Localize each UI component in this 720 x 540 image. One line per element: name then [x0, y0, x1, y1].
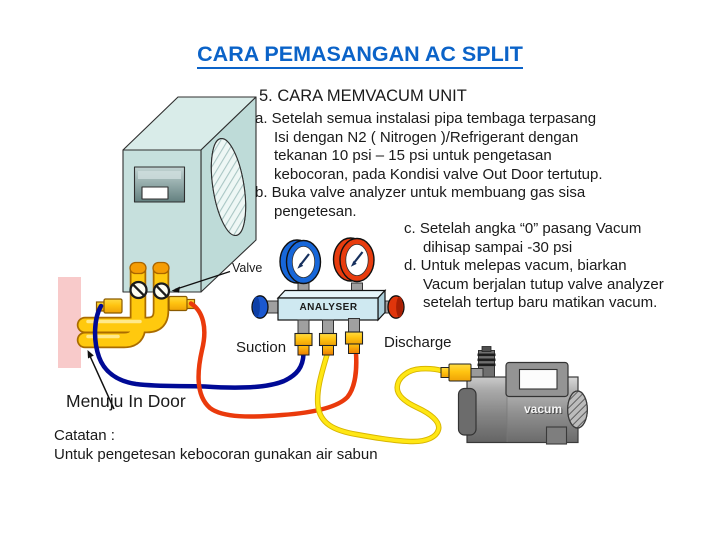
instruction-line: Vacum berjalan tutup valve analyzer	[423, 275, 664, 293]
vacuum-fitting	[318, 332, 338, 347]
instruction-line: dihisap sampai -30 psi	[423, 238, 573, 256]
panel-slot	[141, 186, 169, 200]
valve-pointer	[171, 270, 231, 293]
manifold-top-face	[276, 289, 387, 299]
instruction-line: pengetesan.	[274, 202, 357, 220]
valve-slash	[155, 284, 168, 298]
page-title: CARA PEMASANGAN AC SPLIT	[0, 42, 720, 69]
vacuum-hose-yellow	[314, 350, 445, 445]
instruction-line: tekanan 10 psi – 15 psi untuk pengetasan	[274, 147, 552, 165]
suction-hose-blue	[92, 303, 306, 390]
pipe-caps	[129, 261, 170, 275]
discharge-port	[168, 295, 188, 312]
instruction-line: setelah tertup baru matikan vacum.	[423, 294, 658, 312]
stem-rib	[477, 353, 496, 357]
needle-arrowhead	[350, 260, 357, 267]
pipe-upper	[78, 264, 168, 332]
fan-grille	[210, 137, 247, 237]
discharge-fitting-tip	[348, 343, 360, 354]
knob-ridge	[253, 296, 260, 318]
instruction-line: c. Setelah angka “0” pasang Vacum	[404, 220, 642, 237]
instruction-line: b. Buka valve analyzer untuk membuang ga…	[255, 184, 586, 202]
wall-panel	[58, 277, 81, 368]
low-pressure-gauge	[279, 239, 322, 285]
fitting-stem	[297, 319, 310, 335]
hose-fittings	[294, 331, 364, 356]
handle-hole	[518, 368, 558, 390]
high-pressure-gauge	[332, 237, 375, 283]
to-indoor-label: Menuju In Door	[66, 391, 186, 411]
pipe-cap-right	[152, 261, 170, 275]
suction-label: Suction	[236, 339, 287, 356]
fitting-stem	[322, 319, 334, 335]
fitting-stem	[348, 318, 360, 333]
valve-label: Valve	[232, 261, 263, 275]
pipe-cap-left	[129, 261, 147, 275]
pump-front-cap	[457, 387, 477, 436]
gauge-needle	[352, 251, 364, 265]
hose-core	[315, 351, 444, 444]
motor-end-hatch	[567, 390, 588, 429]
valve-icons	[129, 280, 171, 300]
note-block: Catatan : Untuk pengetesan kebocoran gun…	[54, 426, 378, 464]
indoor-arrow	[87, 350, 115, 410]
stem-rib	[477, 363, 496, 367]
arrowhead	[171, 286, 180, 293]
stem-rib	[477, 358, 496, 362]
arrowhead	[87, 350, 94, 359]
instructions-ab: a. Setelah semua instalasi pipa tembaga …	[255, 110, 603, 222]
section-heading: 5. CARA MEMVACUM UNIT	[259, 87, 467, 105]
instruction-line: a. Setelah semua instalasi pipa tembaga …	[255, 110, 597, 127]
suction-port	[103, 298, 123, 314]
instruction-line: kebocoran, pada Kondisi valve Out Door t…	[274, 165, 603, 183]
panel-highlight	[138, 171, 181, 179]
pump-foot	[545, 426, 568, 445]
suction-fitting	[294, 332, 313, 347]
manifold-gauge-set	[251, 237, 405, 356]
knob-ridge	[396, 296, 403, 318]
vacuum-pump	[440, 346, 588, 445]
title-text: CARA PEMASANGAN AC SPLIT	[197, 42, 523, 69]
discharge-hose-red	[188, 301, 359, 419]
analyser-label: ANALYSER	[299, 302, 358, 313]
note-body: Untuk pengetesan kebocoran gunakan air s…	[54, 446, 378, 463]
discharge-label: Discharge	[384, 334, 452, 351]
suction-fitting-tip	[297, 345, 310, 356]
intake-cap	[481, 346, 492, 352]
instruction-line: Isi dengan N2 ( Nitrogen )/Refrigerant d…	[274, 128, 579, 146]
instruction-line: d. Untuk melepas vacum, biarkan	[404, 257, 627, 275]
valve-slash	[131, 283, 146, 297]
outdoor-unit	[122, 96, 257, 293]
needle-arrowhead	[297, 262, 304, 269]
discharge-fitting	[344, 331, 364, 345]
note-heading: Catatan :	[54, 427, 115, 444]
instructions-cd: c. Setelah angka “0” pasang Vacum dihisa…	[404, 220, 664, 313]
gauge-needle	[299, 253, 310, 267]
pipe-lower	[78, 264, 145, 347]
copper-pipes	[76, 262, 170, 349]
vacuum-pump-label: vacum	[523, 402, 563, 416]
pump-connector	[448, 363, 472, 382]
pump-connector-tip	[440, 367, 450, 378]
vacuum-fitting-tip	[322, 345, 334, 356]
